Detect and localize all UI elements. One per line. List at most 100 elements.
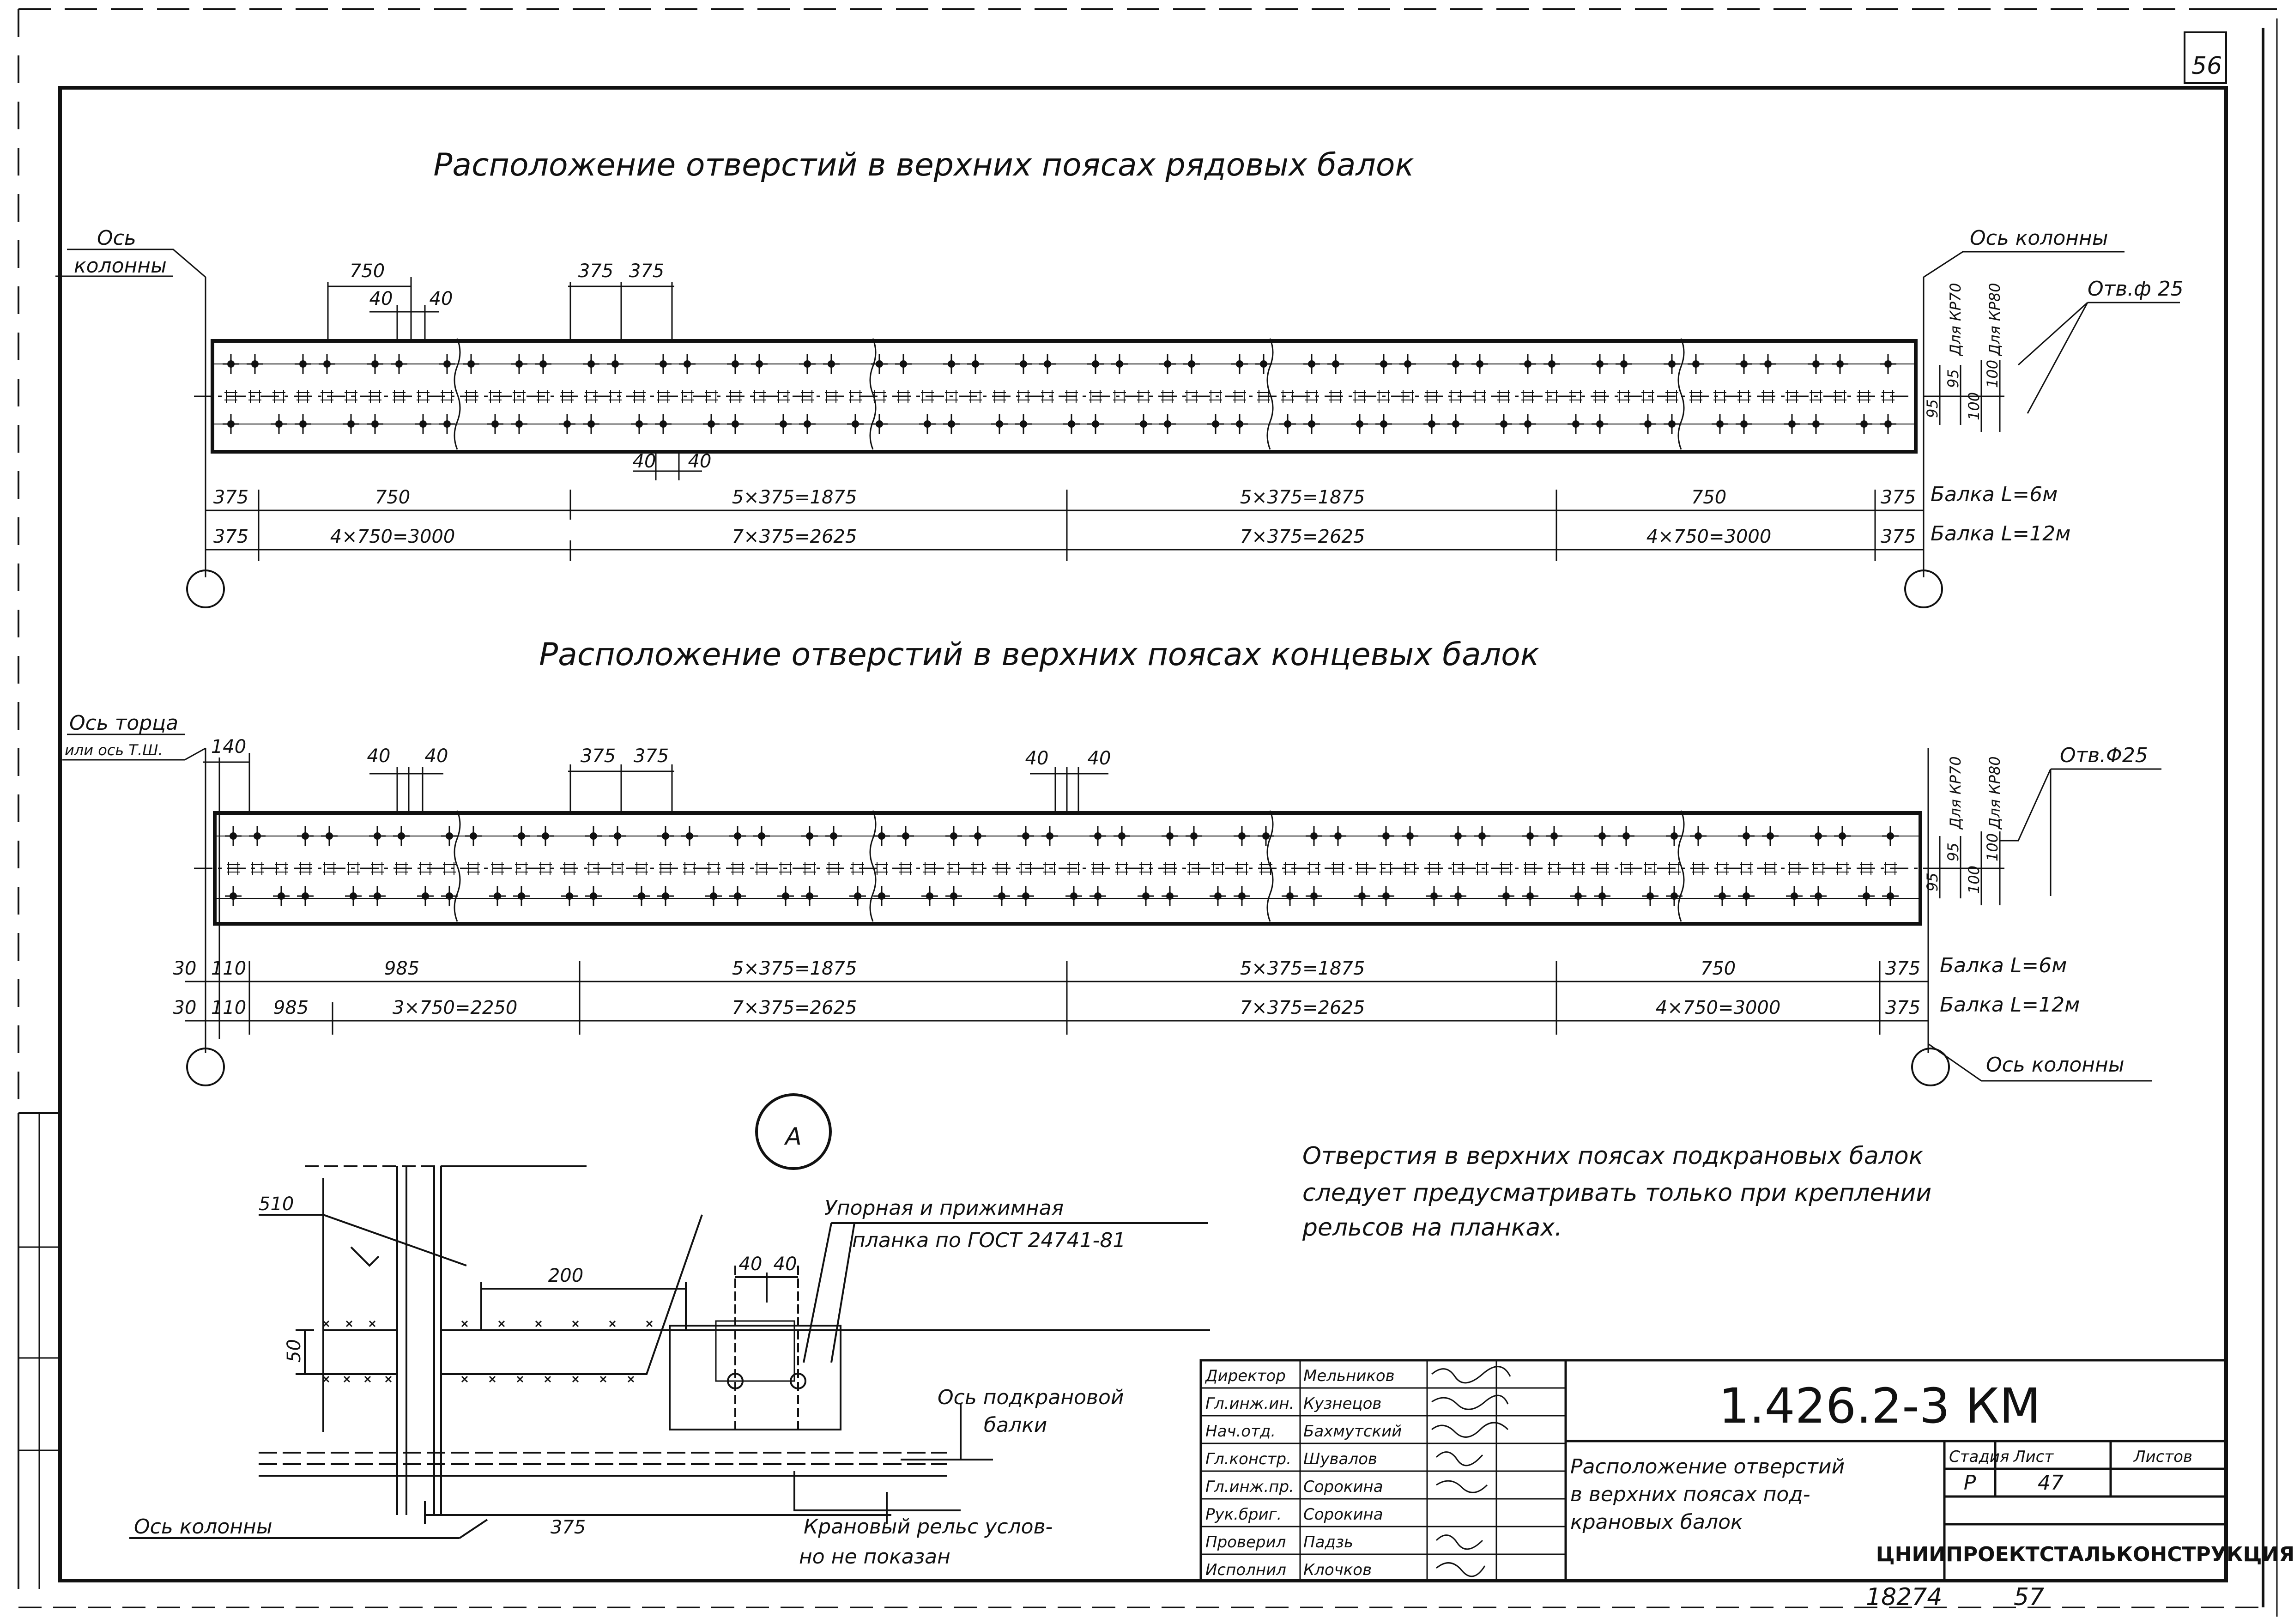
section1-side-dims	[1935, 360, 2004, 432]
weld-mark	[659, 862, 672, 875]
s2-6m-1: 110	[211, 958, 246, 979]
weld-mark	[609, 390, 622, 403]
weld-mark	[513, 390, 526, 403]
detail-dim-200: 200	[548, 1265, 583, 1286]
weld-mark	[755, 862, 768, 875]
weld-mark	[921, 390, 934, 403]
weld-mark	[683, 862, 696, 875]
tb-role-6: Проверил	[1205, 1533, 1286, 1551]
weld-mark	[1353, 390, 1366, 403]
s2-side-95b: 95	[1944, 842, 1962, 861]
weld-mark	[272, 390, 285, 403]
tb-role-3: Гл.констр.	[1205, 1450, 1291, 1468]
weld-mark	[1404, 862, 1416, 875]
tb-name-2: Бахмутский	[1303, 1422, 1402, 1441]
weld-mark	[1356, 862, 1368, 875]
weld-mark	[1596, 862, 1609, 875]
weld-mark	[945, 390, 958, 403]
weld-mark	[1017, 390, 1030, 403]
weld-mark	[779, 862, 792, 875]
weld-mark	[563, 862, 576, 875]
doc-description-3: крановых балок	[1570, 1510, 1743, 1534]
s2-side-95a: 95	[1924, 873, 1941, 891]
s2-dim-375a: 375	[581, 745, 616, 767]
weld-mark	[1764, 862, 1777, 875]
tb-name-0: Мельников	[1303, 1367, 1395, 1385]
s1-side-100b: 100	[1984, 360, 2001, 388]
footer-number: 57	[2014, 1583, 2044, 1611]
s2-for-kr80: Для КР80	[1986, 756, 2003, 830]
beam-joint-break	[869, 338, 877, 450]
weld-mark	[1067, 862, 1080, 875]
weld-mark	[1740, 862, 1753, 875]
s1-12m-1: 4×750=3000	[330, 526, 455, 547]
weld-mark	[1834, 390, 1846, 403]
title-block-names: Мельников Кузнецов Бахмутский Шувалов Со…	[1303, 1367, 1402, 1579]
weld-mark	[1737, 390, 1750, 403]
beam-joint-break	[1266, 338, 1274, 450]
weld-mark	[1665, 390, 1678, 403]
title-block	[1199, 1359, 2227, 1582]
s1-dim-375a-top: 375	[578, 261, 613, 282]
weld-mark	[1233, 390, 1246, 403]
weld-mark	[1425, 390, 1438, 403]
detail-crane-axis-2: балки	[984, 1413, 1047, 1437]
section2-left-axis-label-2: или ось Т.Ш.	[65, 741, 163, 759]
weld-mark	[419, 862, 432, 875]
weld-mark	[1019, 862, 1032, 875]
tb-name-3: Шувалов	[1303, 1450, 1377, 1468]
weld-mark	[1692, 862, 1705, 875]
weld-mark	[1548, 862, 1561, 875]
weld-mark	[1305, 390, 1318, 403]
weld-mark	[1497, 390, 1510, 403]
s1-12m-2: 7×375=2625	[732, 526, 857, 547]
tb-role-1: Гл.инж.ин.	[1205, 1394, 1294, 1413]
weld-mark	[873, 390, 886, 403]
organization-name: ЦНИИПРОЕКТСТАЛЬКОНСТРУКЦИЯ	[1876, 1543, 2294, 1566]
weld-mark	[1761, 390, 1774, 403]
weld-mark	[729, 390, 742, 403]
beam-joint-break	[454, 338, 461, 450]
weld-mark	[827, 862, 840, 875]
weld-mark	[707, 862, 720, 875]
section2-left-axis	[62, 733, 225, 1086]
doc-description-1: Расположение отверстий	[1570, 1455, 1845, 1479]
section2-hole-pattern	[225, 810, 1899, 922]
weld-mark	[1810, 390, 1822, 403]
beam-joint-break	[1677, 810, 1685, 922]
weld-mark	[1187, 862, 1200, 875]
weld-mark	[1283, 862, 1296, 875]
s1-6m-3: 5×375=1875	[1240, 487, 1365, 508]
weld-mark	[251, 862, 264, 875]
weld-mark	[1281, 390, 1294, 403]
title-block-roles: Директор Гл.инж.ин. Нач.отд. Гл.констр. …	[1205, 1367, 1294, 1579]
weld-mark	[323, 862, 336, 875]
weld-mark	[1786, 390, 1798, 403]
s2-6m-0: 30	[173, 958, 197, 979]
weld-mark	[1524, 862, 1537, 875]
weld-mark	[1401, 390, 1414, 403]
weld-mark	[1185, 390, 1198, 403]
weld-mark	[275, 862, 288, 875]
s2-12m-0: 30	[173, 997, 197, 1018]
section2-dims-12m: 30 110 985 3×750=2250 7×375=2625 7×375=2…	[173, 997, 1921, 1018]
weld-mark	[345, 390, 357, 403]
weld-mark	[1545, 390, 1558, 403]
detail-rail-note-1: Крановый рельс услов-	[804, 1515, 1053, 1539]
weld-mark	[1882, 390, 1895, 403]
s2-dim-40c: 40	[1025, 748, 1049, 769]
tb-name-6: Падзь	[1303, 1533, 1353, 1551]
weld-mark	[491, 862, 504, 875]
section1-right-axis-label: Ось колонны	[1970, 226, 2108, 250]
weld-mark	[1858, 390, 1870, 403]
section2-hole-label: Отв.Φ25	[2060, 744, 2148, 767]
tb-name-7: Клочков	[1303, 1561, 1372, 1579]
weld-mark	[969, 390, 982, 403]
beam-joint-break	[1677, 338, 1685, 450]
detail-plank-label-1: Упорная и прижимная	[824, 1196, 1064, 1220]
weld-mark	[395, 862, 408, 875]
weld-mark	[1476, 862, 1489, 875]
s2-12m-1: 110	[211, 997, 246, 1018]
weld-mark	[441, 390, 454, 403]
weld-mark	[657, 390, 670, 403]
